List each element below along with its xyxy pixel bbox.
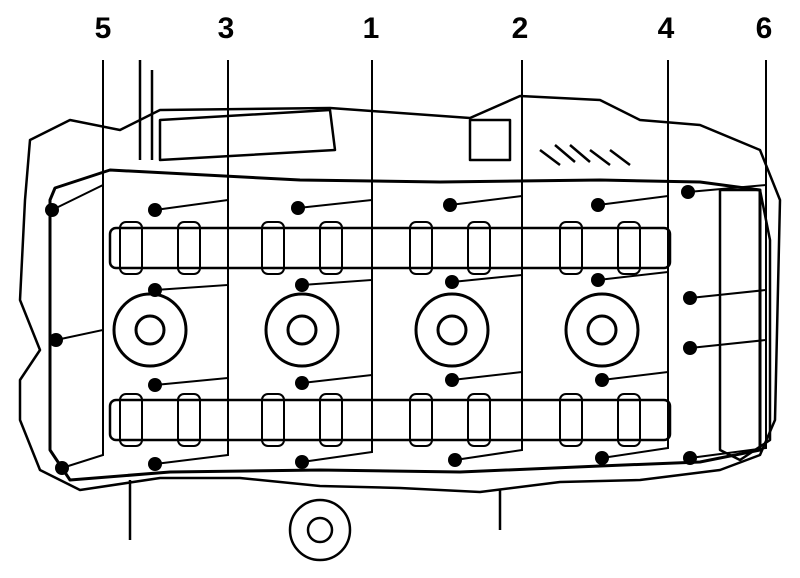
top-block xyxy=(468,118,512,162)
cam-lobes-upper xyxy=(119,221,641,275)
bolts xyxy=(45,185,697,475)
callout-6: 6 xyxy=(756,12,773,45)
drive-gear-hub xyxy=(306,516,334,544)
engine-drawing xyxy=(18,60,782,562)
top-pipe xyxy=(138,60,154,160)
callout-4: 4 xyxy=(658,12,675,45)
vent-slots xyxy=(539,144,631,166)
head-outline xyxy=(18,94,782,494)
callout-3: 3 xyxy=(218,12,235,45)
bottom-stub xyxy=(128,480,502,540)
callout-labels: 5 3 1 2 4 6 xyxy=(95,12,773,45)
chain-cover xyxy=(718,188,772,462)
callout-2: 2 xyxy=(512,12,529,45)
top-bracket xyxy=(158,108,337,162)
camshaft-lower xyxy=(108,398,672,442)
plug-towers xyxy=(112,292,640,368)
drive-gear xyxy=(288,498,352,562)
leader-lines xyxy=(51,60,767,469)
callout-5: 5 xyxy=(95,12,112,45)
cam-lobes-lower xyxy=(119,393,641,447)
camshaft-upper xyxy=(108,226,672,270)
callout-1: 1 xyxy=(363,12,380,45)
